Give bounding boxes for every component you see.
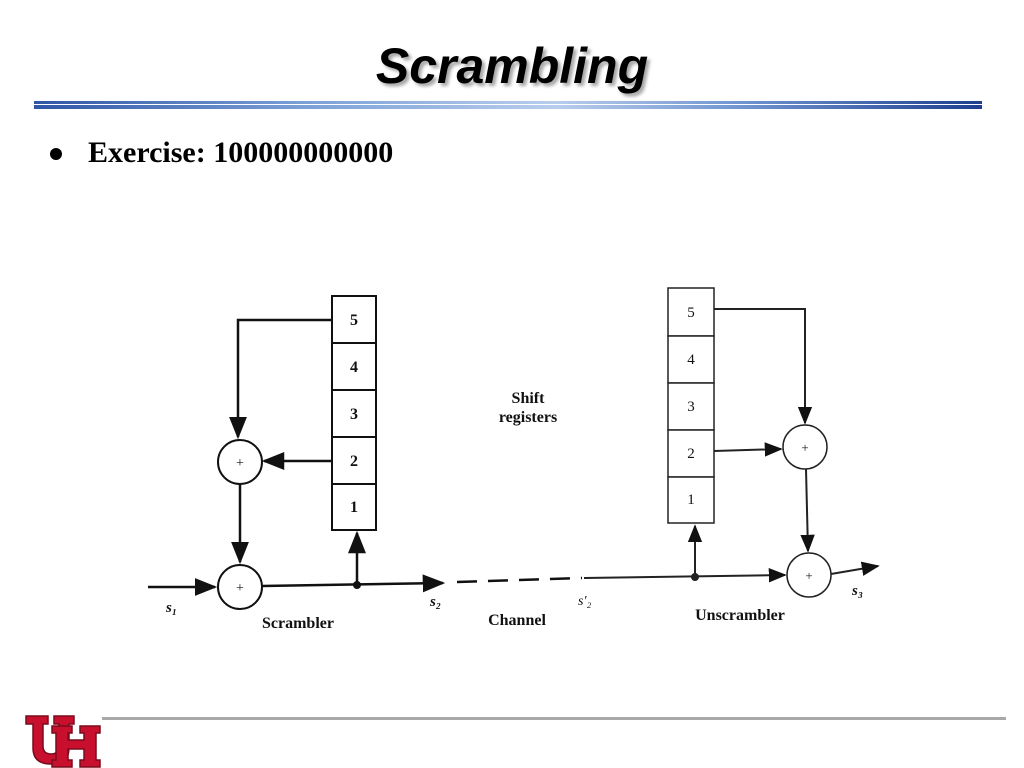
scrambler-cell-label-4: 4 <box>350 359 358 376</box>
scrambler-input-label: s₁ <box>165 600 177 616</box>
scrambler-output-label: s₂ <box>429 594 441 610</box>
unscrambler-cell-label-4: 4 <box>687 352 695 368</box>
unscrambler-register <box>667 287 715 524</box>
unscrambler-caption: Unscrambler <box>695 607 785 624</box>
university-logo <box>25 715 101 768</box>
unscrambler-output-label: s₃ <box>851 583 863 599</box>
bullet-dot-icon <box>50 148 62 160</box>
exercise-text: Exercise: 100000000000 <box>88 136 394 169</box>
scrambler-tap-5-wire <box>229 318 332 440</box>
unscrambler-cell-label-3: 3 <box>687 399 695 415</box>
unscrambler-feedback-adder <box>782 424 828 470</box>
scrambler-cell-label-3: 3 <box>350 406 358 423</box>
unscrambler-cell-label-5: 5 <box>687 305 695 321</box>
unscrambler-output-adder-symbol: + <box>805 568 812 583</box>
scrambler-cell-4 <box>331 342 377 391</box>
unscrambler-output-wire <box>830 561 880 576</box>
unscrambler-tap-5-wire <box>714 308 813 425</box>
exercise-bullet: Exercise: 100000000000 <box>50 136 393 170</box>
scrambler-feedback-adder-symbol: + <box>236 456 244 471</box>
scrambler-register <box>331 295 377 531</box>
unscrambler-junction-dot <box>691 573 699 581</box>
scrambler-cell-label-2: 2 <box>350 453 358 470</box>
unscrambler-output-adder <box>786 552 832 598</box>
shift-registers-label-line2: registers <box>499 409 557 426</box>
slide-title: Scrambling <box>375 38 649 94</box>
unscrambler-cell-label-2: 2 <box>687 446 695 462</box>
unscrambler-cell-4 <box>667 335 715 384</box>
unscrambler-tap-2-wire <box>713 442 783 457</box>
unscrambler-cell-2 <box>667 429 715 478</box>
unscrambler-cell-3 <box>667 382 715 431</box>
unscrambler-cell-5 <box>667 287 715 337</box>
scrambler-cell-1 <box>331 483 377 531</box>
scrambler-cell-label-1: 1 <box>350 499 358 516</box>
unscrambler-adder-link <box>800 468 815 553</box>
scrambler-caption: Scrambler <box>262 615 334 632</box>
scrambler-junction-dot <box>353 581 361 589</box>
scrambler-output-wire <box>261 574 446 593</box>
scrambler-output-adder-symbol: + <box>236 581 244 596</box>
unscrambler-cell-1 <box>667 476 715 524</box>
channel-caption: Channel <box>488 612 546 629</box>
unscrambler-feedback-adder-symbol: + <box>801 440 808 455</box>
channel-dashed-line <box>456 576 583 584</box>
scrambler-output-adder <box>217 564 263 610</box>
title-divider <box>34 101 982 109</box>
unscrambler-input-wire <box>583 568 787 583</box>
footer-divider <box>102 717 1006 720</box>
shift-registers-label-line1: Shift <box>512 390 546 407</box>
received-signal-label: s′₂ <box>578 594 592 609</box>
scrambler-cell-label-5: 5 <box>350 312 358 329</box>
unscrambler-cell-label-1: 1 <box>687 492 695 508</box>
